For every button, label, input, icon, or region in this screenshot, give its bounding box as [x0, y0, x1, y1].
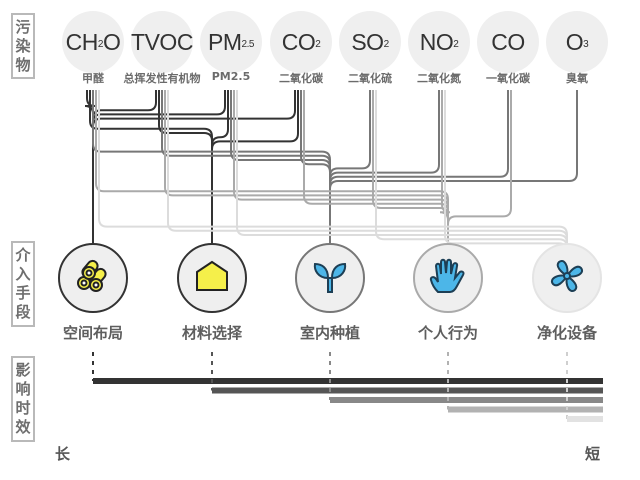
intervention-purifier	[532, 243, 602, 313]
label-char: 染	[15, 37, 31, 55]
link-material-pm25	[211, 90, 229, 243]
formula-text: TVOC	[131, 28, 193, 55]
label-char: 效	[15, 418, 31, 436]
link-space-tvoc	[92, 90, 157, 243]
hand-icon	[426, 254, 470, 302]
link-material-co2	[211, 90, 299, 243]
formula-text: NO	[419, 28, 454, 55]
intervention-space	[58, 243, 128, 313]
pollutant-name: 总挥发性有机物	[123, 72, 201, 85]
link-behavior-ch2o	[95, 90, 449, 243]
label-char: 介	[15, 246, 31, 264]
pollutant-name: 二氧化硫	[348, 72, 392, 85]
pollutant-tvoc: TVOC	[131, 11, 193, 73]
intervention-name: 净化设备	[536, 324, 598, 342]
formula-text: CO	[491, 28, 525, 55]
link-space-co2	[92, 90, 296, 243]
link-material-tvoc	[158, 90, 213, 243]
pollutant-name: 二氧化碳	[279, 72, 323, 85]
link-plants-o3	[329, 90, 578, 243]
formula-subscript: 2	[383, 38, 390, 50]
formula-text: CO	[281, 28, 316, 55]
pollutant-name: PM2.5	[211, 70, 251, 83]
label-text: 影响时效	[13, 361, 33, 437]
label-char: 响	[15, 380, 31, 398]
logs-icon	[71, 254, 115, 302]
pollutant-name: 二氧化氮	[417, 72, 461, 85]
formula-subscript: 2	[97, 38, 104, 50]
sprout-icon	[308, 254, 352, 302]
intervention-name: 个人行为	[417, 324, 479, 342]
link-plants-co2	[300, 90, 331, 243]
section-label-pollutants: 污染物	[11, 13, 35, 79]
label-char: 物	[15, 56, 31, 74]
label-text: 介入手段	[13, 246, 33, 322]
link-plants-no2	[329, 90, 440, 243]
link-plants-so2	[329, 90, 371, 243]
short-duration-label: 短	[585, 445, 601, 463]
link-behavior-pm25	[233, 90, 449, 243]
label-char: 污	[15, 18, 31, 36]
formula-subscript: 2.5	[241, 38, 255, 50]
label-char: 时	[15, 399, 31, 417]
pollutant-name: 甲醛	[82, 72, 104, 85]
long-duration-label: 长	[55, 445, 71, 463]
link-purifier-so2	[375, 90, 568, 248]
formula-text: O	[565, 28, 584, 55]
link-plants-co	[329, 90, 509, 243]
section-label-interventions: 介入手段	[11, 241, 35, 327]
link-behavior-tvoc	[164, 90, 449, 243]
formula-text: PM	[208, 28, 242, 55]
duration-bar-purifier	[567, 416, 603, 422]
section-label-duration: 影响时效	[11, 356, 35, 442]
link-plants-pm25	[230, 90, 331, 243]
intervention-behavior	[413, 243, 483, 313]
label-text: 污染物	[13, 18, 33, 75]
intervention-name: 空间布局	[62, 324, 124, 342]
duration-bar-plants	[330, 397, 603, 403]
intervention-plants	[295, 243, 365, 313]
label-char: 入	[15, 265, 31, 283]
formula-tail: O	[102, 28, 121, 55]
link-plants-tvoc	[161, 90, 331, 243]
link-behavior-co	[447, 90, 512, 243]
label-char: 手	[15, 284, 31, 302]
pollutant-co: CO	[477, 11, 539, 73]
link-purifier-ch2o	[98, 90, 568, 243]
pollutant-name: 臭氧	[566, 72, 588, 85]
intervention-name: 材料选择	[181, 324, 243, 342]
formula-text: CH	[65, 28, 99, 55]
label-char: 影	[15, 361, 31, 379]
formula-text: SO	[351, 28, 384, 55]
intervention-name: 室内种植	[299, 324, 361, 342]
fan-icon	[545, 254, 589, 302]
link-purifier-pm25	[236, 90, 568, 244]
link-purifier-tvoc	[167, 90, 568, 243]
duration-bar-behavior	[448, 406, 603, 413]
formula-subscript: 2	[315, 38, 321, 50]
link-material-ch2o	[89, 90, 213, 243]
formula-subscript: 3	[583, 38, 589, 50]
label-char: 段	[15, 303, 31, 321]
duration-bar-space	[93, 378, 603, 384]
pollutant-name: 一氧化碳	[486, 72, 530, 85]
house-icon	[190, 254, 234, 302]
link-plants-ch2o	[92, 90, 331, 243]
formula-subscript: 2	[453, 38, 459, 50]
intervention-material	[177, 243, 247, 313]
link-behavior-so2	[372, 90, 449, 243]
duration-bar-material	[212, 387, 603, 394]
